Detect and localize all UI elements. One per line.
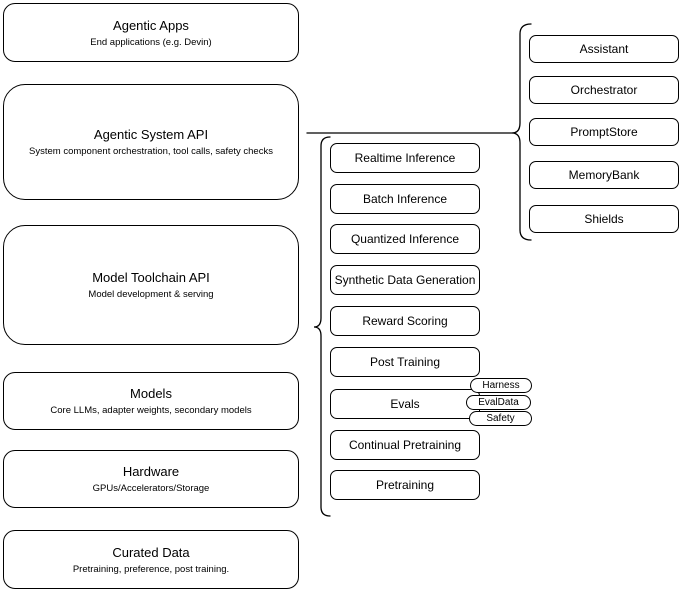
node-label: Evals <box>390 396 420 411</box>
pill-evaldata: EvalData <box>466 395 531 410</box>
node-label: MemoryBank <box>568 167 640 182</box>
node-label: Synthetic Data Generation <box>334 272 476 287</box>
node-quantized-inference: Quantized Inference <box>330 224 480 254</box>
node-pretraining: Pretraining <box>330 470 480 500</box>
node-title: Model Toolchain API <box>92 270 210 285</box>
node-title: Curated Data <box>112 544 190 560</box>
node-models: Models Core LLMs, adapter weights, secon… <box>3 372 299 430</box>
node-label: Quantized Inference <box>350 231 460 246</box>
node-title: Hardware <box>122 464 180 479</box>
node-label: Batch Inference <box>362 191 448 206</box>
node-subtitle: Pretraining, preference, post training. <box>72 563 230 575</box>
node-promptstore: PromptStore <box>529 118 679 146</box>
node-curated-data: Curated Data Pretraining, preference, po… <box>3 530 299 589</box>
node-synthetic-data-generation: Synthetic Data Generation <box>330 265 480 295</box>
node-label: Shields <box>584 211 624 226</box>
node-shields: Shields <box>529 205 679 233</box>
pill-label: Harness <box>482 380 520 391</box>
node-subtitle: System component orchestration, tool cal… <box>29 146 273 157</box>
node-reward-scoring: Reward Scoring <box>330 306 480 336</box>
node-realtime-inference: Realtime Inference <box>330 143 480 173</box>
pill-harness: Harness <box>470 378 532 393</box>
node-label: Orchestrator <box>570 82 638 97</box>
node-label: Post Training <box>369 354 441 369</box>
pill-label: EvalData <box>478 397 519 408</box>
pill-safety: Safety <box>469 411 532 426</box>
node-evals: Evals <box>330 389 480 419</box>
node-post-training: Post Training <box>330 347 480 377</box>
node-title: Agentic Apps <box>113 17 189 33</box>
node-memorybank: MemoryBank <box>529 161 679 189</box>
node-subtitle: GPUs/Accelerators/Storage <box>92 483 210 494</box>
node-agentic-apps: Agentic Apps End applications (e.g. Devi… <box>3 3 299 62</box>
node-label: Reward Scoring <box>362 313 448 328</box>
brace-toolchain-services <box>313 136 331 517</box>
node-hardware: Hardware GPUs/Accelerators/Storage <box>3 450 299 508</box>
node-label: Pretraining <box>375 477 435 492</box>
node-batch-inference: Batch Inference <box>330 184 480 214</box>
node-label: Assistant <box>579 41 629 56</box>
node-assistant: Assistant <box>529 35 679 63</box>
node-subtitle: End applications (e.g. Devin) <box>90 36 212 48</box>
node-title: Models <box>130 386 172 401</box>
node-continual-pretraining: Continual Pretraining <box>330 430 480 460</box>
node-agentic-system-api: Agentic System API System component orch… <box>3 84 299 200</box>
node-subtitle: Core LLMs, adapter weights, secondary mo… <box>50 405 252 416</box>
node-orchestrator: Orchestrator <box>529 76 679 104</box>
node-label: PromptStore <box>570 124 638 139</box>
node-label: Continual Pretraining <box>348 437 462 452</box>
pill-label: Safety <box>486 413 515 424</box>
node-model-toolchain-api: Model Toolchain API Model development & … <box>3 225 299 345</box>
node-label: Realtime Inference <box>354 150 456 165</box>
node-subtitle: Model development & serving <box>88 289 214 300</box>
node-title: Agentic System API <box>93 127 209 142</box>
